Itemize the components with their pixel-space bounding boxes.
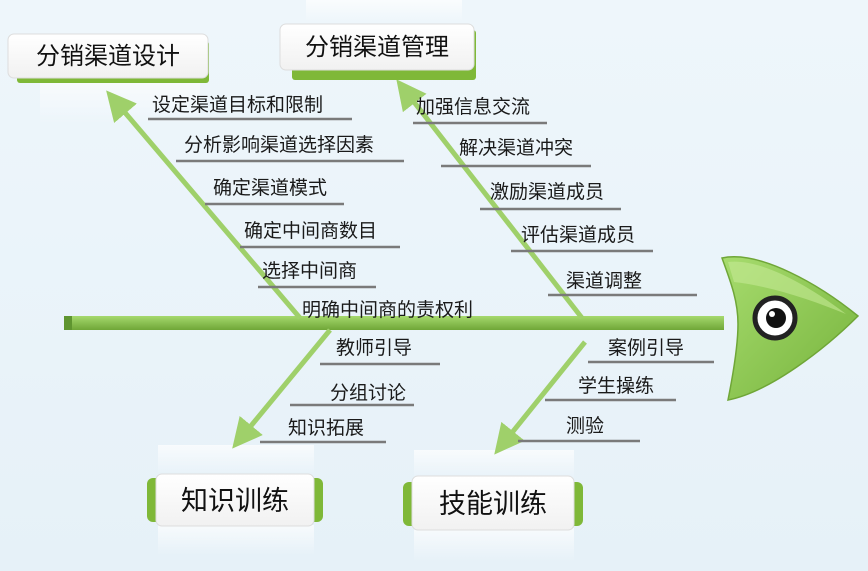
- category-design-box: 分销渠道设计: [7, 33, 209, 83]
- design-item: 明确中间商的责权利: [302, 299, 473, 321]
- knowledge-box-reflection-bottom: [158, 525, 314, 555]
- management-box-reflection: [306, 0, 462, 22]
- category-design-label: 分销渠道设计: [36, 42, 180, 70]
- design-item: 确定中间商数目: [244, 220, 377, 242]
- management-items: 加强信息交流 解决渠道冲突 激励渠道成员 评估渠道成员 渠道调整: [413, 96, 697, 297]
- fish-head-highlight: [728, 261, 846, 314]
- category-knowledge-label: 知识训练: [181, 486, 289, 517]
- knowledge-box-reflection: [158, 445, 314, 475]
- design-item: 分析影响渠道选择因素: [184, 134, 374, 156]
- fish-spine: [64, 316, 724, 330]
- knowledge-item: 知识拓展: [288, 417, 364, 439]
- knowledge-item: 教师引导: [336, 337, 412, 359]
- management-item: 激励渠道成员: [490, 181, 604, 203]
- fish-pupil: [766, 308, 786, 328]
- category-skill-box: 技能训练: [403, 475, 583, 531]
- design-items: 设定渠道目标和限制 分析影响渠道选择因素 确定渠道模式 确定中间商数目 选择中间…: [148, 94, 473, 321]
- category-management-label: 分销渠道管理: [305, 33, 449, 61]
- category-knowledge-box: 知识训练: [147, 473, 323, 527]
- skill-items: 案例引导 学生操练 测验: [518, 337, 714, 443]
- category-management-box: 分销渠道管理: [279, 23, 476, 80]
- branch-knowledge: [232, 328, 332, 449]
- skill-item: 案例引导: [608, 337, 684, 359]
- management-item: 加强信息交流: [416, 96, 530, 118]
- fish-eye-glint: [769, 311, 775, 317]
- design-item: 确定渠道模式: [213, 177, 327, 199]
- knowledge-items: 教师引导 分组讨论 知识拓展: [260, 337, 440, 444]
- knowledge-item: 分组讨论: [330, 382, 406, 404]
- management-item: 渠道调整: [566, 270, 642, 292]
- skill-box-reflection-bottom: [414, 528, 574, 562]
- category-skill-label: 技能训练: [439, 489, 547, 520]
- management-item: 解决渠道冲突: [459, 137, 573, 159]
- skill-box-reflection: [414, 450, 574, 480]
- branch-design: [106, 90, 302, 320]
- skill-item: 测验: [566, 415, 604, 437]
- branch-skill: [494, 340, 587, 455]
- management-item: 评估渠道成员: [521, 224, 635, 246]
- fish-spine-tail: [64, 316, 72, 330]
- skill-item: 学生操练: [578, 375, 654, 397]
- design-item: 设定渠道目标和限制: [152, 94, 323, 116]
- design-item: 选择中间商: [262, 260, 357, 282]
